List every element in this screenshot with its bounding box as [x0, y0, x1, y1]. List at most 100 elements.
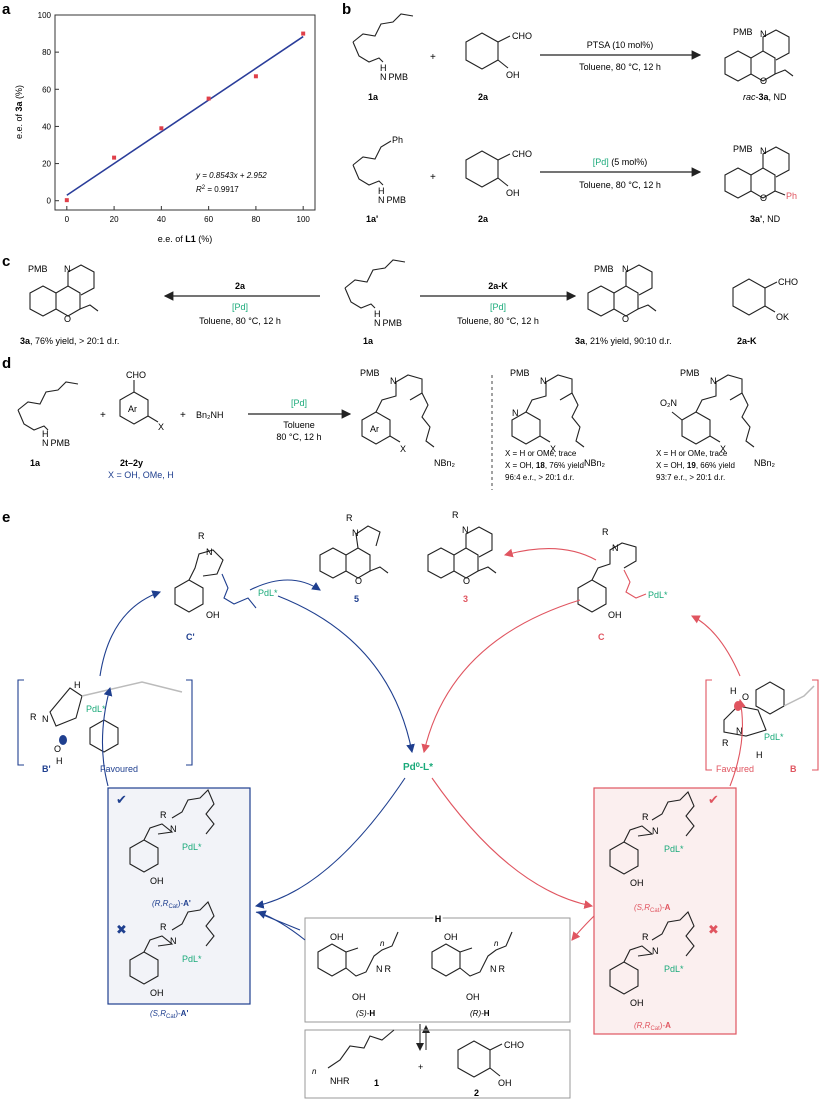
- data-point: [301, 31, 306, 36]
- box-a-prime: [107, 787, 251, 1005]
- arrow-pd0-to-ap: [254, 777, 406, 909]
- product-arene-2: [724, 167, 752, 199]
- d-1a: 1a: [30, 458, 41, 468]
- cp-pdl: PdL*: [258, 588, 278, 598]
- c-pdl: PdL*: [648, 590, 668, 600]
- chart-points: [64, 31, 306, 203]
- c-right-product: 3a, 21% yield, 90:10 d.r.: [575, 336, 672, 346]
- c-right-arene: [587, 285, 615, 317]
- arrow-ap-to-bp: [101, 686, 113, 787]
- d-bn2nh: Bn₂NH: [196, 410, 224, 420]
- c-1a: 1a: [363, 336, 374, 346]
- amine-nh: H: [380, 63, 387, 73]
- c-left-product: 3a, 76% yield, > 20:1 d.r.: [20, 336, 119, 346]
- x-tick-label: 40: [157, 215, 166, 224]
- a2-pdl: PdL*: [664, 964, 684, 974]
- ap1-n: N: [170, 824, 177, 834]
- y-tick-label: 80: [42, 48, 51, 57]
- oh-label-2: OH: [506, 188, 520, 198]
- b-o: O: [742, 692, 749, 702]
- salicylaldehyde-ring: [465, 32, 499, 70]
- d-ex2-n: N: [710, 376, 717, 386]
- sm1-nhr: NHR: [330, 1076, 350, 1086]
- bp-favoured: Favoured: [100, 764, 138, 774]
- prod3-arene: [427, 547, 455, 579]
- ph-label: Ph: [392, 135, 403, 145]
- a1-oh: OH: [630, 878, 644, 888]
- arrow-a-to-b: [729, 698, 746, 787]
- d-ex1-line3: 96:4 e.r., > 20:1 d.r.: [505, 473, 574, 482]
- c-left-pmb: PMB: [28, 264, 48, 274]
- cond-b1-top: PTSA (10 mol%): [587, 40, 654, 50]
- panel-label-e: e: [2, 509, 10, 526]
- c-salt-label: 2a-K: [737, 336, 757, 346]
- b-n: N: [736, 726, 743, 736]
- fit-line: [66, 35, 304, 196]
- c-r: R: [602, 527, 609, 537]
- y-tick-label: 100: [38, 11, 52, 20]
- b-favoured: Favoured: [716, 764, 754, 774]
- ap1-r: R: [160, 810, 167, 820]
- x-tick-label: 20: [110, 215, 119, 224]
- plus-1: +: [430, 52, 436, 63]
- y-tick-label: 0: [47, 197, 52, 206]
- amine-chain: [352, 41, 384, 63]
- a1-pdl: PdL*: [664, 844, 684, 854]
- oh-label: OH: [506, 70, 520, 80]
- x-tick-label: 80: [251, 215, 260, 224]
- d-ex2-x: X: [720, 444, 726, 454]
- cp-r: R: [198, 531, 205, 541]
- c-salt-cho: CHO: [778, 277, 798, 287]
- bp-lone-pair: [59, 735, 67, 745]
- cho-label-2: CHO: [512, 149, 532, 159]
- arrow-a-to-h: [571, 915, 595, 941]
- arrow-c-to-3: [503, 548, 597, 561]
- sm2-ring: [457, 1040, 491, 1078]
- c-right-pmb: PMB: [594, 264, 614, 274]
- o-label-2: O: [760, 193, 767, 203]
- bp-n: N: [42, 714, 49, 724]
- bp-bracket-left: [17, 679, 24, 766]
- d-prod-pmb: PMB: [360, 368, 380, 378]
- sm2-cho: CHO: [504, 1040, 524, 1050]
- data-point: [112, 155, 117, 160]
- arrow-b-to-c: [691, 615, 741, 677]
- fit-equation: y = 0.8543x + 2.952: [195, 171, 267, 180]
- sm1-n: n: [312, 1067, 317, 1076]
- product-b1-label: rac-3a, ND: [743, 92, 787, 102]
- bp-diene-shadow: [81, 681, 183, 697]
- d-prod-x: X: [400, 444, 406, 454]
- d-ar: Ar: [128, 404, 137, 414]
- cp-n: N: [206, 547, 213, 557]
- data-point: [64, 198, 69, 203]
- x-axis-label: e.e. of L1 (%): [158, 234, 213, 244]
- d-nh: H: [42, 429, 49, 439]
- cond-b2-top: [Pd] (5 mol%): [593, 157, 648, 167]
- b-label: B: [790, 764, 797, 774]
- d-prod-nbn2: NBn₂: [434, 458, 456, 468]
- prod3-n: N: [462, 525, 469, 535]
- cp-oh: OH: [206, 610, 220, 620]
- d-prod-ar: Ar: [370, 424, 379, 434]
- x-tick-label: 0: [65, 215, 70, 224]
- label-2a: 2a: [478, 92, 489, 102]
- c-left-arene: [29, 285, 57, 317]
- sh-oh: OH: [330, 932, 344, 942]
- sm1-label: 1: [374, 1078, 379, 1088]
- c-right-o: O: [622, 314, 629, 324]
- a1-n: N: [652, 826, 659, 836]
- cross-icon-red: ✖: [708, 922, 719, 937]
- b-pdl: PdL*: [764, 732, 784, 742]
- d-cat: [Pd]: [291, 398, 307, 408]
- pmb-label-2: PMB: [733, 144, 753, 154]
- panel-label-a: a: [2, 1, 11, 18]
- prod5-r: R: [346, 513, 353, 523]
- c-left-cond: Toluene, 80 °C, 12 h: [199, 316, 281, 326]
- fit-r2: R2 = 0.9917: [196, 185, 239, 194]
- panel-label-d: d: [2, 355, 11, 372]
- bp-h: H: [74, 680, 81, 690]
